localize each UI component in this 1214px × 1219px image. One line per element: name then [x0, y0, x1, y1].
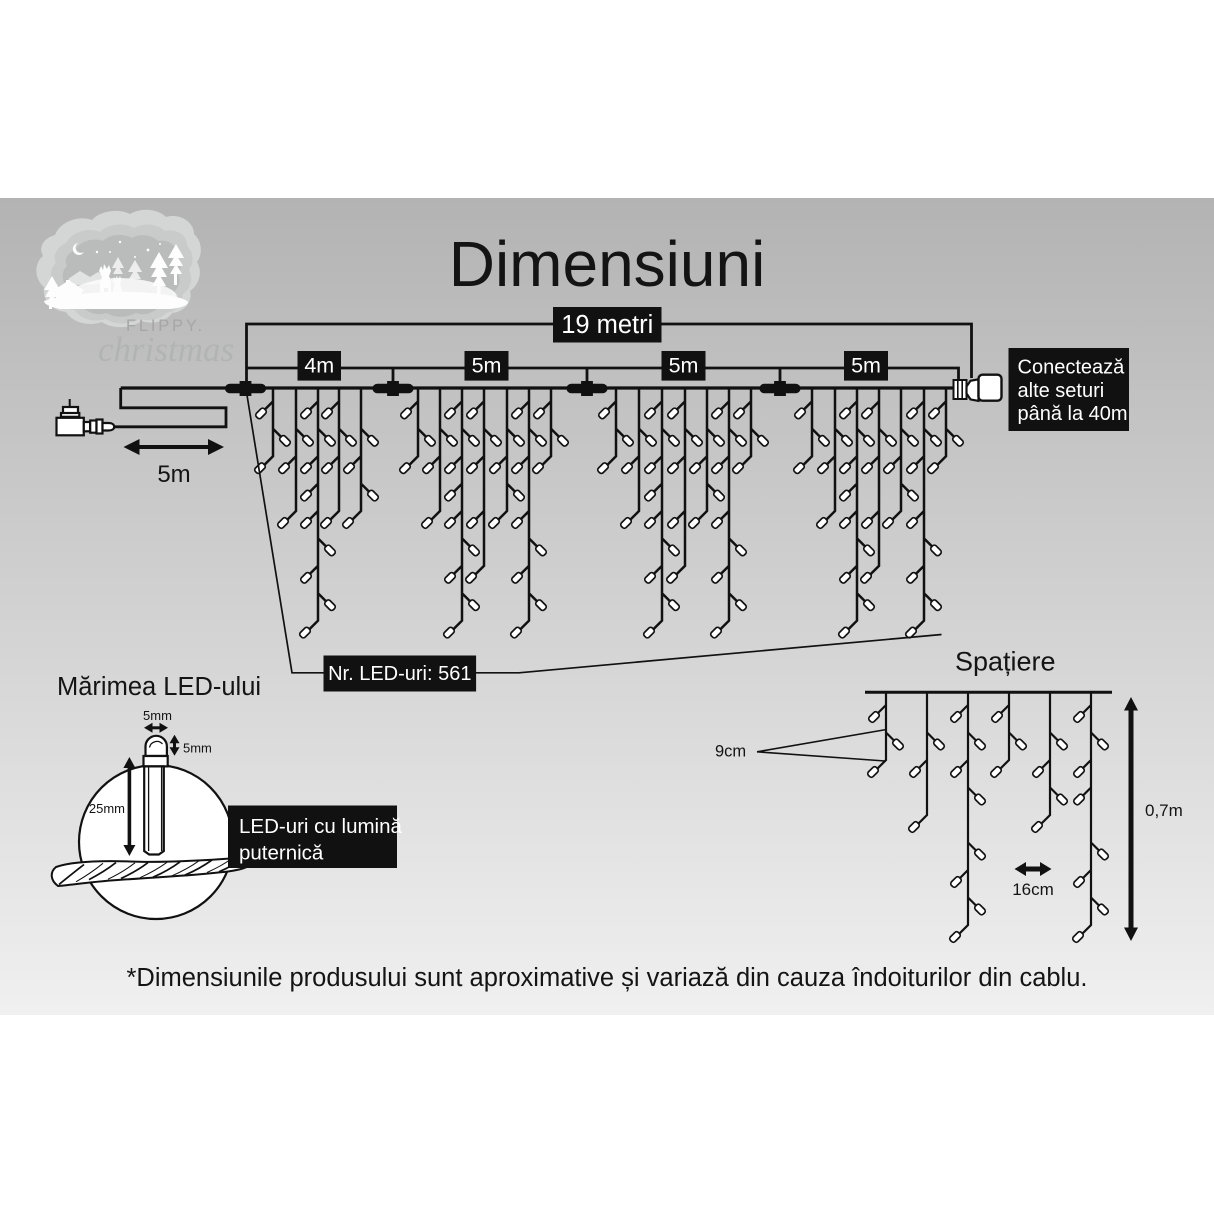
svg-text:5m: 5m — [851, 354, 881, 378]
svg-text:FLIPPY.: FLIPPY. — [126, 317, 205, 335]
svg-text:Dimensiuni: Dimensiuni — [449, 228, 766, 300]
svg-text:Mărimea LED-ului: Mărimea LED-ului — [57, 673, 261, 701]
svg-text:Conectează: Conectează — [1018, 357, 1126, 379]
svg-text:*Dimensiunile produsului sunt: *Dimensiunile produsului sunt aproximati… — [127, 964, 1088, 992]
svg-text:alte seturi: alte seturi — [1018, 380, 1105, 402]
svg-text:christmas: christmas — [98, 330, 234, 369]
svg-text:25mm: 25mm — [89, 801, 125, 816]
svg-text:până la 40m: până la 40m — [1018, 403, 1128, 425]
svg-text:Nr. LED-uri: 561: Nr. LED-uri: 561 — [328, 663, 471, 685]
svg-text:5m: 5m — [669, 354, 699, 378]
svg-text:9cm: 9cm — [715, 743, 746, 761]
svg-text:19 metri: 19 metri — [561, 311, 653, 339]
svg-text:5m: 5m — [472, 354, 502, 378]
svg-text:16cm: 16cm — [1012, 880, 1054, 899]
svg-text:puternică: puternică — [239, 842, 324, 865]
svg-text:5mm: 5mm — [183, 741, 212, 756]
svg-text:4m: 4m — [304, 354, 334, 378]
svg-text:Spațiere: Spațiere — [955, 647, 1056, 677]
svg-text:5m: 5m — [157, 461, 190, 488]
svg-text:LED-uri cu lumină: LED-uri cu lumină — [239, 815, 403, 838]
svg-text:5mm: 5mm — [143, 708, 172, 723]
svg-text:0,7m: 0,7m — [1145, 801, 1183, 820]
